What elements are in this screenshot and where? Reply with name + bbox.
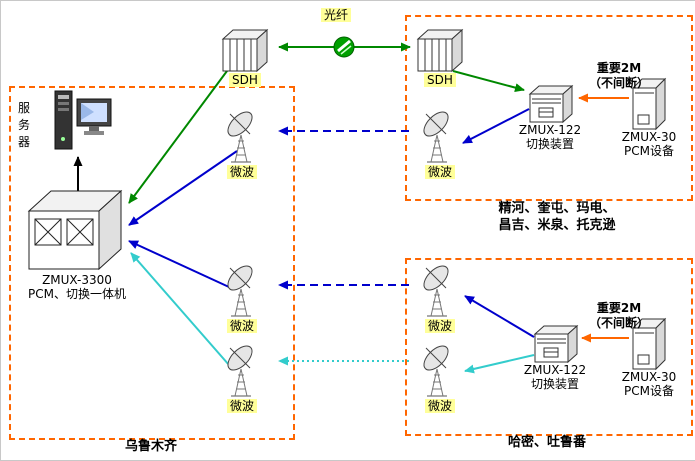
zmux30-north-desc: PCM设备 <box>624 144 674 158</box>
important-2m-north-label: 重要2M （不间断） <box>577 61 661 91</box>
zmux30-east-label: ZMUX-30 PCM设备 <box>607 370 691 398</box>
antenna-left-bottom-icon <box>223 341 257 397</box>
link-sdh-right-to-zmux122-north <box>452 70 525 93</box>
zmux122-north-icon <box>529 85 573 123</box>
region-urumqi-label: 乌鲁木齐 <box>124 439 177 454</box>
region-urumqi-box <box>9 86 295 440</box>
antenna-east-top-icon <box>419 261 453 317</box>
antenna-left-top-icon <box>223 107 257 163</box>
fiber-ball-icon <box>332 35 356 59</box>
antenna-east-bottom-icon <box>419 341 453 397</box>
antenna-north-icon <box>419 107 453 163</box>
microwave-left-top-label: 微波 <box>227 165 258 179</box>
important-2m-north-line2: （不间断） <box>588 76 649 90</box>
zmux122-east-name: ZMUX-122 <box>523 363 587 377</box>
zmux3300-icon <box>28 190 122 270</box>
region-north-label: 精河、奎屯、玛电、 昌吉、米泉、托克逊 <box>421 200 693 234</box>
zmux122-north-name: ZMUX-122 <box>518 123 582 137</box>
region-north-box <box>405 15 693 201</box>
link-sdh-left-to-zmux3300 <box>128 70 228 204</box>
zmux122-north-desc: 切换装置 <box>525 137 574 151</box>
link-antenna-lefttop-to-zmux3300 <box>128 150 238 226</box>
server-label: 服务器 <box>17 101 30 149</box>
zmux30-east-name: ZMUX-30 <box>621 370 677 384</box>
zmux122-east-desc: 切换装置 <box>530 377 579 391</box>
antenna-left-mid-icon <box>223 261 257 317</box>
zmux122-north-label: ZMUX-122 切换装置 <box>504 123 596 151</box>
zmux122-east-label: ZMUX-122 切换装置 <box>509 363 601 391</box>
region-north-label-line2: 昌吉、米泉、托克逊 <box>498 218 616 233</box>
important-2m-east-line1: 重要2M <box>596 301 642 315</box>
sdh-right-label: SDH <box>424 73 456 87</box>
zmux3300-name: ZMUX-3300 <box>42 273 112 287</box>
region-north-label-line1: 精河、奎屯、玛电、 <box>498 201 616 216</box>
link-antenna-leftmid-to-zmux3300 <box>128 240 230 288</box>
sdh-left-label: SDH <box>229 73 261 87</box>
link-antenna-leftbottom-to-zmux3300 <box>130 252 230 366</box>
link-zmux122-north-to-antenna-north <box>462 108 530 144</box>
microwave-left-mid-label: 微波 <box>227 319 258 333</box>
sdh-right-icon <box>417 29 463 72</box>
link-zmux122-east-to-antenna-easttop <box>464 295 535 338</box>
server-icon <box>54 90 112 150</box>
microwave-north-label: 微波 <box>425 165 456 179</box>
region-east-label: 哈密、吐鲁番 <box>507 435 586 450</box>
zmux30-north-label: ZMUX-30 PCM设备 <box>607 130 691 158</box>
region-east-box <box>405 258 693 436</box>
important-2m-east-label: 重要2M （不间断） <box>577 301 661 331</box>
sdh-left-icon <box>222 29 268 72</box>
important-2m-north-line1: 重要2M <box>596 61 642 75</box>
link-zmux122-east-to-antenna-eastbottom <box>464 354 535 374</box>
zmux3300-desc: PCM、切换一体机 <box>28 287 126 301</box>
microwave-east-bottom-label: 微波 <box>425 399 456 413</box>
zmux30-north-name: ZMUX-30 <box>621 130 677 144</box>
microwave-east-top-label: 微波 <box>425 319 456 333</box>
fiber-label: 光纤 <box>321 8 352 22</box>
microwave-left-bottom-label: 微波 <box>227 399 258 413</box>
important-2m-east-line2: （不间断） <box>588 316 649 330</box>
zmux3300-label: ZMUX-3300 PCM、切换一体机 <box>15 273 139 301</box>
zmux30-east-desc: PCM设备 <box>624 384 674 398</box>
zmux122-east-icon <box>534 325 578 363</box>
